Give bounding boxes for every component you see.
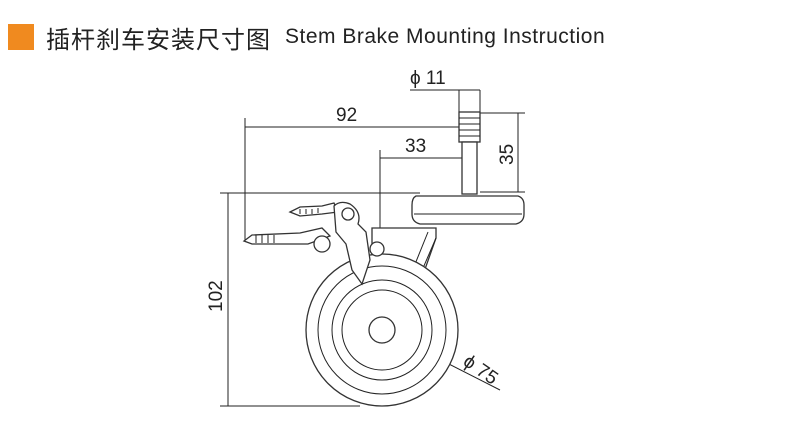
- total-width-label: 92: [336, 105, 357, 126]
- stem-height-label: 35: [497, 144, 518, 165]
- stem-diameter-label: ϕ 11: [410, 68, 446, 89]
- title-chinese: 插杆刹车安装尺寸图: [46, 25, 271, 54]
- dim-stem-height: 35: [480, 112, 525, 193]
- offset-label: 33: [405, 136, 426, 157]
- page-header: 插杆刹车安装尺寸图 Stem Brake Mounting Instructio…: [8, 17, 605, 57]
- title-english: Stem Brake Mounting Instruction: [285, 25, 606, 48]
- total-height-label: 102: [206, 280, 227, 312]
- orange-square-icon: [8, 24, 34, 50]
- swivel-head: [411, 195, 525, 225]
- dim-total-height: 102: [206, 192, 420, 407]
- wheel-diameter-label: ϕ 75: [459, 351, 501, 389]
- stem: [458, 111, 481, 195]
- brake-lever: [242, 201, 385, 286]
- dim-total-width: 92: [244, 105, 470, 240]
- wheel: [305, 253, 459, 407]
- dim-stem-diameter: ϕ 11: [410, 68, 481, 112]
